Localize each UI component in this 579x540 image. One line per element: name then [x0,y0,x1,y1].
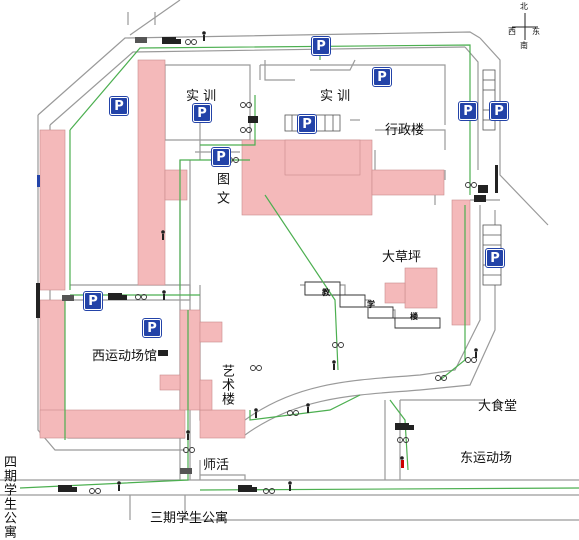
parking-icon: P [109,96,129,116]
building-art-mid [199,379,213,411]
label-tuwen: 图文 [214,172,229,210]
building-art-notch [199,321,223,343]
teaching-building [304,281,441,329]
parking-icon: P [372,67,392,87]
compass-south-label: 南 [520,41,528,50]
parking-icon: P [489,101,509,121]
parking-icon: P [458,101,478,121]
label-xingzhenglou: 行政楼 [385,123,425,138]
parking-icon: P [83,291,103,311]
bicycle-icons [89,39,477,494]
label-siqi-xueshenggongyu: 四期学生公寓 [1,455,16,539]
parking-icon: P [485,248,505,268]
label-dashitang: 大食堂 [478,399,518,414]
building-main-upper [284,139,361,176]
pedestrian-icons [117,31,478,491]
label-xiyundongchangguan: 西运动场馆 [92,349,158,364]
label-jiaoxuelou-2: 学 [367,299,375,309]
building-east-wing [371,169,445,196]
compass-cross [512,13,538,40]
building-east-vertical [451,199,471,326]
compass-east-label: 东 [532,27,540,36]
parking-icon: P [192,103,212,123]
label-jiaoxuelou-3: 楼 [410,311,418,321]
building-dacaoping-2 [384,282,406,304]
label-shixun-west: 实 训 [186,89,217,104]
building-central-strip [137,59,166,286]
building-art-left [179,309,201,411]
label-jiaoxuelou-1: 教 [322,287,330,297]
label-dacaoping: 大草坪 [382,250,422,265]
building-art-bottom [199,409,246,439]
building-art-notch-2 [159,374,181,391]
compass-north-label: 北 [520,2,528,11]
parking-icon: P [311,36,331,56]
label-shixun-east: 实 训 [320,89,351,104]
label-sanqi-xueshenggongyu: 三期学生公寓 [150,511,229,526]
building-central-strip-lower [164,169,188,201]
parking-icon: P [142,318,162,338]
label-shihuo: 师活 [203,458,230,473]
label-dongyundongchang: 东运动场 [460,451,513,466]
building-west-bottom [39,409,186,439]
building-west-strip [39,129,66,291]
gate-markers [36,165,498,318]
buildings [39,59,471,439]
parking-icon: P [211,147,231,167]
label-yishulou: 艺术楼 [219,364,234,406]
parking-icon: P [297,114,317,134]
compass-west-label: 西 [508,27,516,36]
vehicle-icons [58,37,486,492]
building-dacaoping [404,267,438,309]
